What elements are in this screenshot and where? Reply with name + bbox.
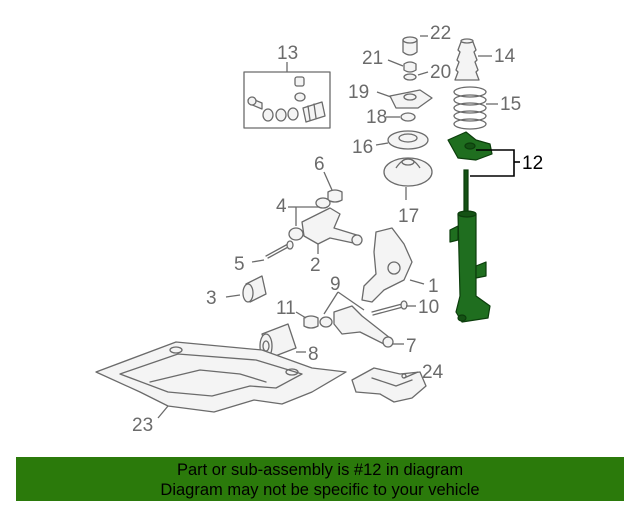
callout-22: 22 [430, 23, 451, 44]
part-18-bushing[interactable] [400, 112, 416, 122]
callout-20: 20 [430, 62, 451, 83]
banner-line-1: Part or sub-assembly is #12 in diagram [176, 461, 464, 479]
part-10-bolt[interactable] [371, 300, 408, 316]
part-15-coil-spring[interactable] [453, 86, 487, 130]
callout-7: 7 [406, 336, 417, 357]
callout-21: 21 [362, 48, 383, 69]
part-22-bump-cap[interactable] [402, 36, 418, 56]
callout-3: 3 [206, 288, 217, 309]
callout-13: 13 [277, 43, 298, 64]
callout-12: 12 [522, 153, 543, 174]
info-banner: Part or sub-assembly is #12 in diagram D… [16, 457, 624, 501]
callout-2: 2 [310, 255, 321, 276]
exploded-parts-diagram: 13 22 21 20 14 19 15 18 [95, 23, 543, 436]
part-19-upper-mount[interactable] [389, 89, 433, 109]
part-2-upper-arm[interactable] [301, 207, 363, 246]
part-23-subframe[interactable] [95, 341, 347, 413]
callout-9: 9 [330, 274, 341, 295]
callout-24: 24 [422, 362, 444, 383]
callout-6: 6 [314, 154, 325, 175]
part-20-washer[interactable] [403, 73, 417, 81]
callout-19: 19 [348, 82, 369, 103]
callout-10: 10 [418, 297, 439, 318]
callout-23: 23 [132, 415, 153, 436]
callout-5: 5 [234, 254, 245, 275]
callout-15: 15 [500, 94, 521, 115]
part-4-bushings[interactable] [288, 197, 331, 241]
callout-18: 18 [366, 107, 387, 128]
part-14-dust-boot[interactable] [454, 38, 480, 81]
part-17-mount-plate[interactable] [383, 157, 433, 187]
callout-14: 14 [494, 46, 516, 67]
part-5-bolt[interactable] [265, 240, 294, 259]
part-7-lower-arm[interactable] [319, 305, 394, 348]
part-16-spring-seat[interactable] [387, 130, 429, 150]
callout-17: 17 [398, 206, 419, 227]
part-21-nut[interactable] [403, 61, 417, 73]
part-11-nut[interactable] [303, 315, 319, 329]
banner-line-2: Diagram may not be specific to your vehi… [160, 481, 480, 499]
part-6-nut[interactable] [327, 189, 343, 203]
callout-1: 1 [428, 276, 439, 297]
part-1-knuckle[interactable] [361, 227, 413, 303]
part-3-bushing[interactable] [242, 275, 267, 303]
part-12-strut-assembly[interactable] [447, 131, 493, 323]
callout-11: 11 [276, 298, 296, 319]
callout-16: 16 [352, 137, 373, 158]
part-13-hardware-kit[interactable] [243, 62, 331, 129]
callout-8: 8 [308, 344, 319, 365]
callout-4: 4 [276, 196, 287, 217]
